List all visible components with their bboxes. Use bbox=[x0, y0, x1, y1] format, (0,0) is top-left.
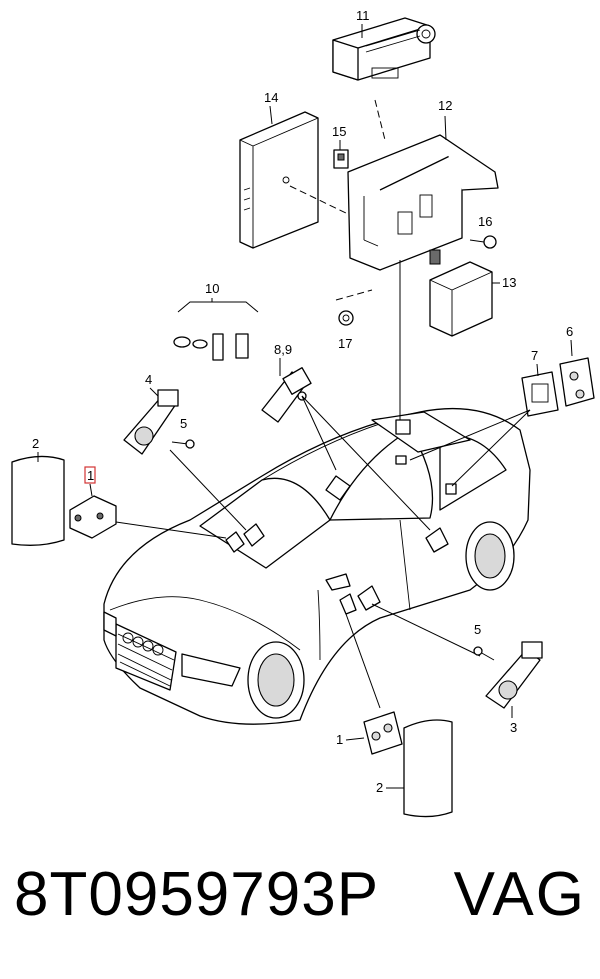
callout-10: 10 bbox=[205, 281, 219, 296]
part-16-screw bbox=[469, 235, 497, 249]
part-15-clip bbox=[333, 149, 349, 169]
part-7-gasket bbox=[521, 371, 559, 417]
callout-1-top: 1 bbox=[87, 468, 94, 483]
part-8-9-motor bbox=[261, 367, 312, 423]
callout-2-left: 2 bbox=[32, 436, 39, 451]
part-2-foil-left bbox=[11, 455, 65, 546]
part-1-door-control-unit bbox=[69, 495, 117, 539]
part-12-bracket bbox=[347, 134, 499, 271]
callout-14: 14 bbox=[264, 90, 278, 105]
callout-11: 11 bbox=[356, 8, 370, 23]
brand-label: VAG bbox=[453, 860, 586, 929]
part-11-control-unit bbox=[332, 17, 436, 81]
callout-2-bottom: 2 bbox=[376, 780, 383, 795]
part-10-fasteners bbox=[173, 333, 249, 361]
part-2-foil-bottom bbox=[403, 719, 453, 818]
callout-4: 4 bbox=[145, 372, 152, 387]
callout-8-9: 8,9 bbox=[274, 342, 292, 357]
callout-1-bottom: 1 bbox=[336, 732, 343, 747]
highlight-box bbox=[84, 466, 96, 484]
callout-5-right: 5 bbox=[474, 622, 481, 637]
part-17-nut bbox=[338, 310, 354, 326]
part-1-door-control-unit-bottom bbox=[363, 711, 403, 755]
part-14-module bbox=[239, 111, 319, 249]
callout-3: 3 bbox=[510, 720, 517, 735]
callout-15: 15 bbox=[332, 124, 346, 139]
parts-diagram: 11 14 12 15 16 13 bbox=[11, 8, 595, 818]
callout-6: 6 bbox=[566, 324, 573, 339]
part-number: 8T0959793P bbox=[14, 860, 380, 929]
callout-7: 7 bbox=[531, 348, 538, 363]
callout-5-left: 5 bbox=[180, 416, 187, 431]
footer: 8T0959793P VAG bbox=[0, 860, 600, 960]
part-4-regulator-motor bbox=[123, 389, 179, 455]
part-6-switch bbox=[559, 357, 595, 407]
callout-13: 13 bbox=[502, 275, 516, 290]
callout-16: 16 bbox=[478, 214, 492, 229]
part-13-module bbox=[429, 261, 493, 337]
part-3-regulator-motor bbox=[485, 641, 543, 709]
car-body bbox=[103, 407, 531, 725]
callout-12: 12 bbox=[438, 98, 452, 113]
callout-17: 17 bbox=[338, 336, 352, 351]
